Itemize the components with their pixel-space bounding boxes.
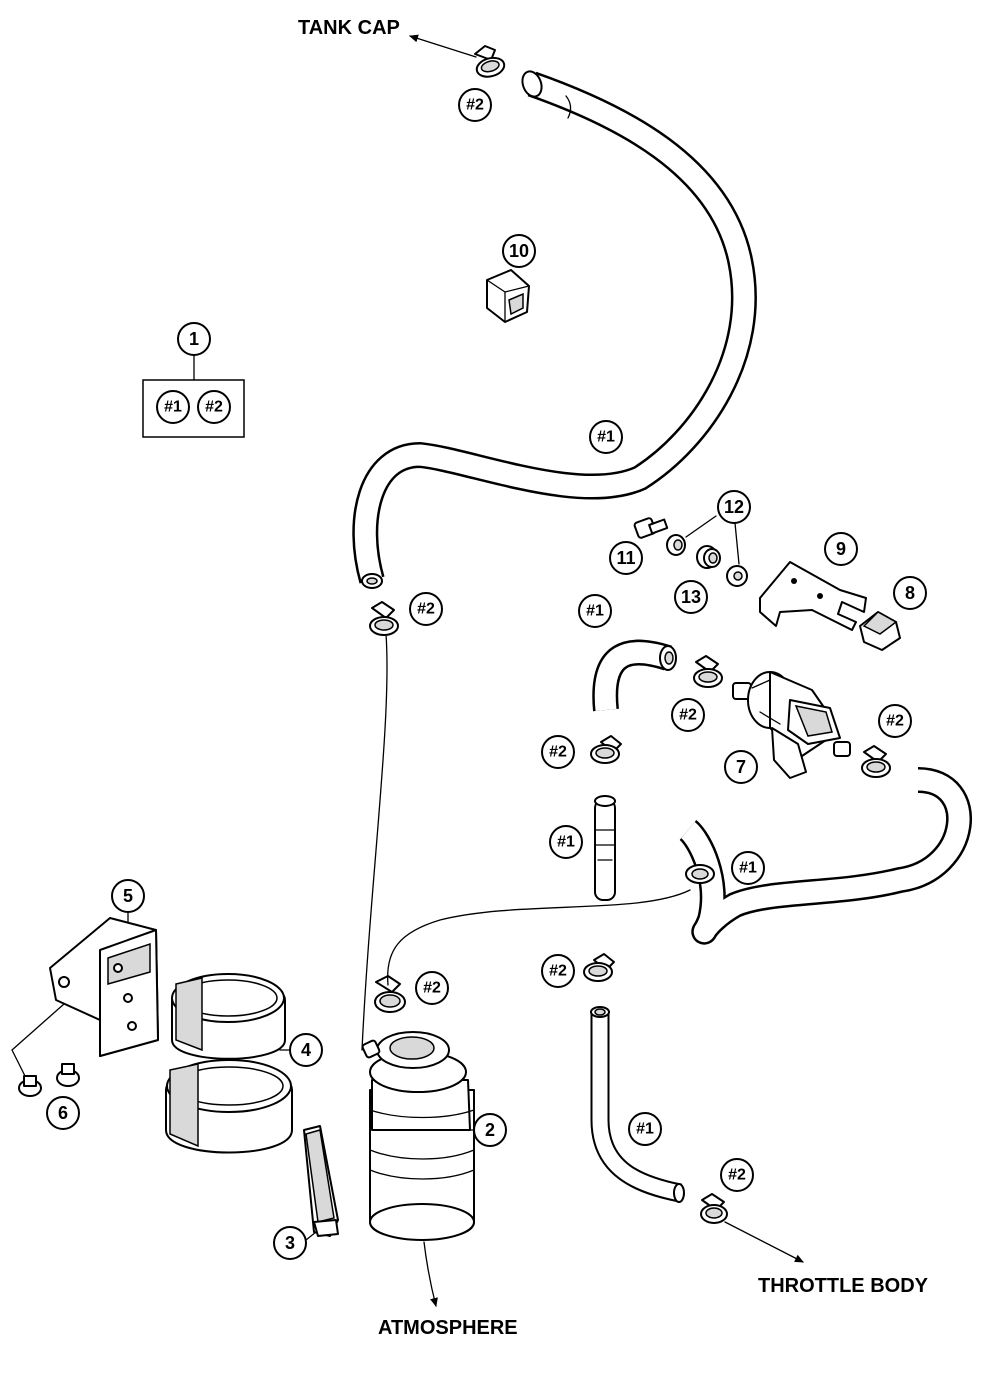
callout-7: 7 <box>724 750 758 784</box>
callout-4: 4 <box>289 1033 323 1067</box>
callout-2: 2 <box>473 1113 507 1147</box>
svg-text:7: 7 <box>736 757 746 777</box>
callout-12: 12 <box>717 490 751 524</box>
ref-hose-throttle: #1 <box>628 1112 662 1146</box>
ref-kit-clamp: #2 <box>197 390 231 424</box>
svg-text:1: 1 <box>189 329 199 349</box>
hose-clamp-upper <box>369 601 399 636</box>
svg-text:#2: #2 <box>423 980 441 997</box>
hose-throttle <box>590 1006 685 1203</box>
svg-text:6: 6 <box>58 1103 68 1123</box>
callout-11: 11 <box>609 541 643 575</box>
hose-clamp-mid <box>590 735 622 764</box>
callout-10: 10 <box>502 234 536 268</box>
ref-clamp-upper: #2 <box>409 592 443 626</box>
callout-5: 5 <box>111 879 145 913</box>
ref-hose-main: #1 <box>589 420 623 454</box>
svg-text:2: 2 <box>485 1120 495 1140</box>
hose-clamp-valve-right <box>861 745 891 778</box>
hose-clamp-valve-left <box>693 655 723 688</box>
main-vent-hose <box>352 70 757 589</box>
svg-text:#2: #2 <box>679 707 697 724</box>
callout-8: 8 <box>893 576 927 610</box>
callout-3: 3 <box>273 1226 307 1260</box>
ref-hose-tube: #1 <box>549 825 583 859</box>
svg-text:#2: #2 <box>205 399 223 416</box>
atmosphere-label: ATMOSPHERE <box>378 1317 518 1339</box>
svg-text:#1: #1 <box>636 1121 654 1138</box>
part-11-bolt <box>633 517 669 539</box>
callout-6: 6 <box>46 1096 80 1130</box>
svg-text:#2: #2 <box>549 744 567 761</box>
part-12-washer <box>666 534 748 587</box>
svg-text:#1: #1 <box>586 603 604 620</box>
leader-12b <box>734 522 740 565</box>
svg-text:#1: #1 <box>557 834 575 851</box>
svg-text:8: 8 <box>905 583 915 603</box>
svg-text:#2: #2 <box>886 713 904 730</box>
tank-cap-label: TANK CAP <box>298 17 400 39</box>
svg-text:#2: #2 <box>728 1167 746 1184</box>
part-9-bracket <box>759 561 867 631</box>
part-4-straps <box>165 973 293 1154</box>
svg-text:#1: #1 <box>739 860 757 877</box>
svg-text:5: 5 <box>123 886 133 906</box>
leader-12a <box>685 515 717 538</box>
svg-text:#1: #1 <box>597 429 615 446</box>
throttle-body-label: THROTTLE BODY <box>758 1275 929 1297</box>
svg-text:4: 4 <box>301 1040 311 1060</box>
bracket-leader <box>11 1003 65 1083</box>
part-13-grommet <box>696 545 721 569</box>
tank-cap-arrow <box>409 34 477 58</box>
leader-line-lower <box>386 889 691 986</box>
leader-line-canister <box>361 633 388 1051</box>
hose-valve-return <box>678 767 972 945</box>
callout-9: 9 <box>824 532 858 566</box>
ref-clamp-lower: #2 <box>541 954 575 988</box>
ref-clamp-mid: #2 <box>541 735 575 769</box>
part-10-clip <box>486 269 530 323</box>
part-7-purge-valve <box>732 671 851 779</box>
hose-clamp-throttle <box>700 1193 728 1224</box>
part-6-screws <box>18 1063 80 1097</box>
part-5-bracket <box>49 917 159 1057</box>
part-8-connector <box>859 611 901 651</box>
svg-text:#2: #2 <box>417 601 435 618</box>
svg-text:#2: #2 <box>466 97 484 114</box>
atmosphere-arrow <box>423 1241 438 1307</box>
ref-clamp-throttle: #2 <box>720 1158 754 1192</box>
svg-text:12: 12 <box>724 497 744 517</box>
ref-clamp-canister: #2 <box>415 971 449 1005</box>
svg-text:11: 11 <box>616 548 635 568</box>
svg-text:#2: #2 <box>549 963 567 980</box>
svg-text:9: 9 <box>836 539 846 559</box>
ref-clamp-tank: #2 <box>458 88 492 122</box>
part-3-filter <box>303 1125 339 1237</box>
hose-clamp-lower <box>583 953 615 982</box>
ref-kit-hose: #1 <box>156 390 190 424</box>
svg-text:#1: #1 <box>164 399 182 416</box>
part-2-canister <box>361 1031 475 1241</box>
hose-clamp-canister <box>374 975 406 1013</box>
hose-clamp-tank <box>474 45 506 78</box>
ref-clamp-valve-right: #2 <box>878 704 912 738</box>
callout-13: 13 <box>674 580 708 614</box>
svg-text:10: 10 <box>509 241 529 261</box>
ref-hose-elbow: #1 <box>578 594 612 628</box>
svg-text:3: 3 <box>285 1233 295 1253</box>
callout-1: 1 <box>177 322 211 356</box>
ref-clamp-valve-left: #2 <box>671 698 705 732</box>
svg-text:13: 13 <box>681 587 701 607</box>
ref-hose-return: #1 <box>731 851 765 885</box>
leader-3 <box>305 1231 317 1241</box>
connector-tube <box>594 795 616 901</box>
throttle-body-arrow <box>724 1221 804 1263</box>
hose-elbow-valve <box>592 639 677 712</box>
